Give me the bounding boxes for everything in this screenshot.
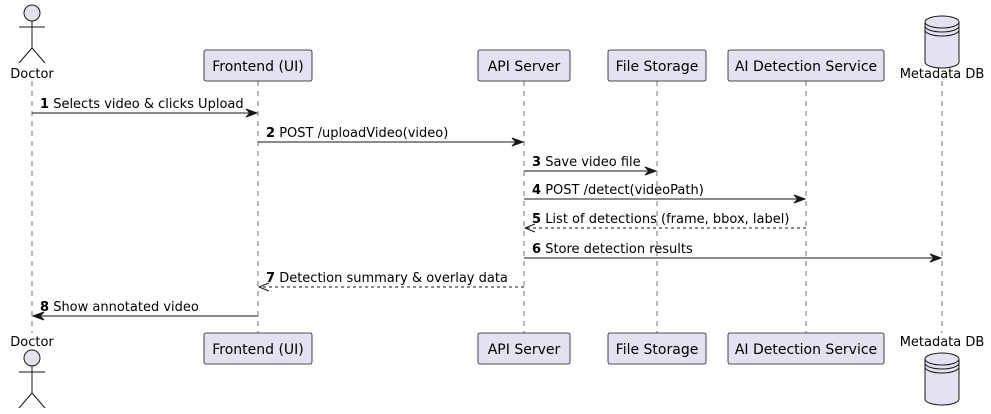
participant-label: Frontend (UI) xyxy=(212,59,304,75)
arrowhead xyxy=(511,137,525,147)
message-number: 7 xyxy=(266,271,275,286)
database-band xyxy=(924,362,960,370)
participant-label: Metadata DB xyxy=(900,67,985,82)
message-8: 8 Show annotated video xyxy=(31,300,258,321)
participant-box-bottom: AI Detection Service xyxy=(727,332,885,365)
participant-label: Metadata DB xyxy=(900,335,985,350)
participant-box-top: API Server xyxy=(477,49,571,82)
message-label: 1 Selects video & clicks Upload xyxy=(40,97,244,112)
participant-rect xyxy=(607,49,707,82)
participants-top: Doctor Frontend (UI) API Server File Storag… xyxy=(10,4,985,82)
participant-label: AI Detection Service xyxy=(735,342,877,358)
message-label: 6 Store detection results xyxy=(532,242,693,257)
message-3: 3 Save video file xyxy=(524,155,658,176)
message-number: 1 xyxy=(40,97,49,112)
message-text: Selects video & clicks Upload xyxy=(53,97,243,112)
participant-rect xyxy=(727,332,885,365)
message-label: 2 POST /uploadVideo(video) xyxy=(266,126,448,141)
message-text: POST /uploadVideo(video) xyxy=(279,126,448,141)
participant-box-bottom: API Server xyxy=(477,332,571,365)
database-band xyxy=(924,366,960,374)
message-number: 4 xyxy=(532,183,541,198)
participant-label: Frontend (UI) xyxy=(212,342,304,358)
message-text: List of detections (frame, bbox, label) xyxy=(545,212,789,227)
actor-left-leg xyxy=(18,392,33,409)
participant-box-top: Frontend (UI) xyxy=(203,49,313,82)
message-number: 2 xyxy=(266,126,275,141)
arrowhead xyxy=(245,108,259,118)
participant-label: AI Detection Service xyxy=(735,59,877,75)
participant-label: Doctor xyxy=(10,67,54,82)
participant-rect xyxy=(607,332,707,365)
arrowhead-open xyxy=(257,282,270,292)
participant-label: File Storage xyxy=(616,342,699,358)
participant-label: File Storage xyxy=(616,59,699,75)
arrowhead xyxy=(31,311,45,321)
database-band xyxy=(924,25,960,33)
message-2: 2 POST /uploadVideo(video) xyxy=(258,126,525,147)
participant-box-bottom: Frontend (UI) xyxy=(203,332,313,365)
database-top: Metadata DB xyxy=(900,15,985,82)
message-label: 4 POST /detect(videoPath) xyxy=(532,183,704,198)
participant-rect xyxy=(203,49,313,82)
message-label: 7 Detection summary & overlay data xyxy=(266,271,508,286)
actor-bottom: Doctor xyxy=(10,335,54,409)
participant-box-top: File Storage xyxy=(607,49,707,82)
participant-label: Doctor xyxy=(10,335,54,350)
message-text: Save video file xyxy=(545,155,640,170)
lifelines xyxy=(31,81,943,333)
database-rim xyxy=(924,358,960,366)
message-text: POST /detect(videoPath) xyxy=(545,183,704,198)
arrowhead xyxy=(929,253,943,263)
message-text: Detection summary & overlay data xyxy=(279,271,508,286)
message-1: 1 Selects video & clicks Upload xyxy=(32,97,259,118)
actor-top: Doctor xyxy=(10,4,54,82)
database-band xyxy=(924,29,960,37)
message-6: 6 Store detection results xyxy=(524,242,943,263)
participant-label: API Server xyxy=(488,342,561,358)
participant-label: API Server xyxy=(488,59,561,75)
database-rim xyxy=(924,21,960,29)
actor-head xyxy=(23,349,41,367)
participant-box-bottom: File Storage xyxy=(607,332,707,365)
message-text: Store detection results xyxy=(545,242,693,257)
message-label: 3 Save video file xyxy=(532,155,641,170)
actor-right-leg xyxy=(31,47,46,64)
participant-rect xyxy=(727,49,885,82)
participant-box-top: AI Detection Service xyxy=(727,49,885,82)
arrowhead xyxy=(644,166,658,176)
arrowhead-open xyxy=(523,223,536,233)
database-icon xyxy=(924,15,960,69)
message-label: 5 List of detections (frame, bbox, label… xyxy=(532,212,789,227)
actor-left-leg xyxy=(18,47,33,64)
database-icon xyxy=(924,352,960,406)
participant-rect xyxy=(477,49,571,82)
messages: 1 Selects video & clicks Upload 2 POST /u… xyxy=(31,97,943,321)
actor-right-leg xyxy=(31,392,46,409)
participant-rect xyxy=(477,332,571,365)
actor-head xyxy=(23,4,41,22)
message-number: 3 xyxy=(532,155,541,170)
message-4: 4 POST /detect(videoPath) xyxy=(524,183,807,204)
message-number: 6 xyxy=(532,242,541,257)
participant-rect xyxy=(203,332,313,365)
message-text: Show annotated video xyxy=(53,300,199,315)
message-5: 5 List of detections (frame, bbox, label… xyxy=(523,212,806,233)
message-number: 8 xyxy=(40,300,49,315)
participants-bottom: Doctor Frontend (UI) API Server File Storag… xyxy=(10,332,985,409)
arrowhead xyxy=(793,194,807,204)
message-7: 7 Detection summary & overlay data xyxy=(257,271,524,292)
message-number: 5 xyxy=(532,212,541,227)
message-label: 8 Show annotated video xyxy=(40,300,199,315)
database-bottom: Metadata DB xyxy=(900,335,985,406)
